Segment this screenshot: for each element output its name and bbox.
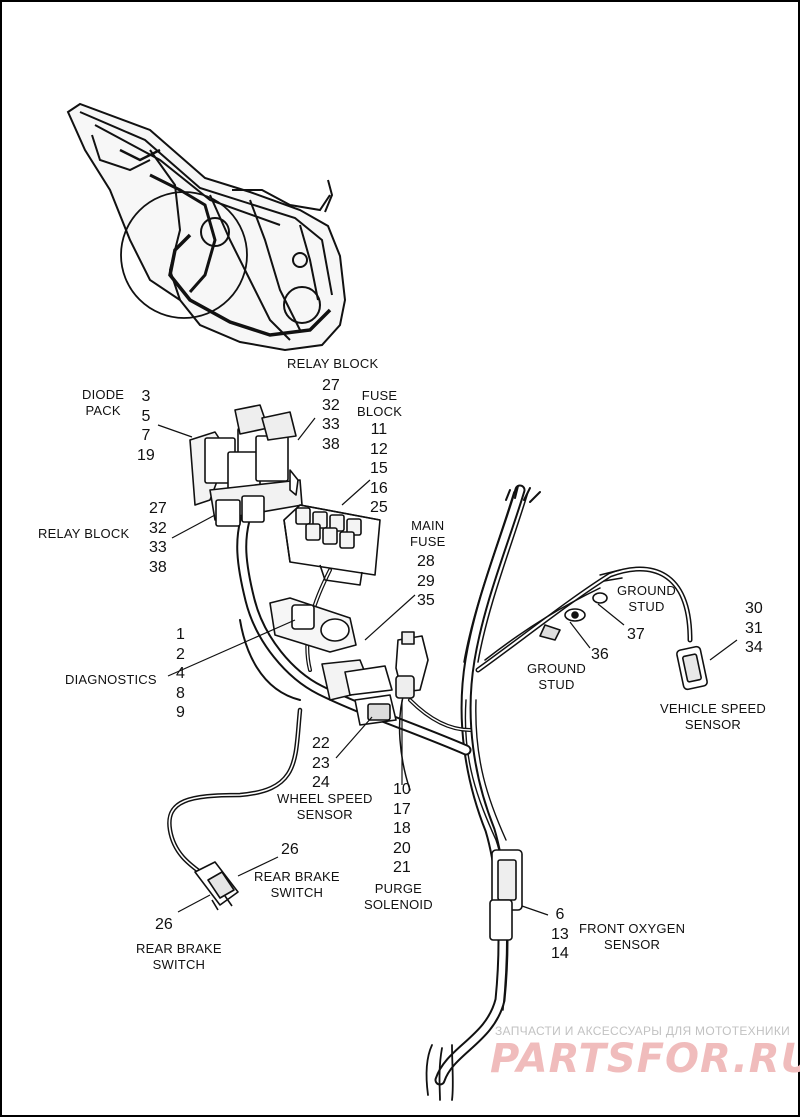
wire-harness: [167, 484, 693, 1101]
components: [189, 404, 708, 941]
watermark-caption: ЗАПЧАСТИ И АКСЕССУАРЫ ДЛЯ МОТОТЕХНИКИ: [495, 1024, 791, 1038]
label-relay-block-top: RELAY BLOCK: [287, 356, 379, 371]
callout-rear-brake-switch-bottom: 26: [155, 916, 173, 933]
leader-lines: [157, 417, 738, 916]
callout-ground-stud-upper: 37: [627, 626, 645, 643]
callout-ground-stud-lower: 36: [591, 646, 609, 663]
watermark-logo: PARTSFOR.RU: [490, 1036, 800, 1082]
callout-rear-brake-switch-right: 26: [281, 841, 299, 858]
label-relay-block-left: RELAY BLOCK: [38, 526, 130, 541]
motorcycle-frame-overview: [66, 102, 347, 352]
label-diagnostics: DIAGNOSTICS: [65, 672, 157, 687]
